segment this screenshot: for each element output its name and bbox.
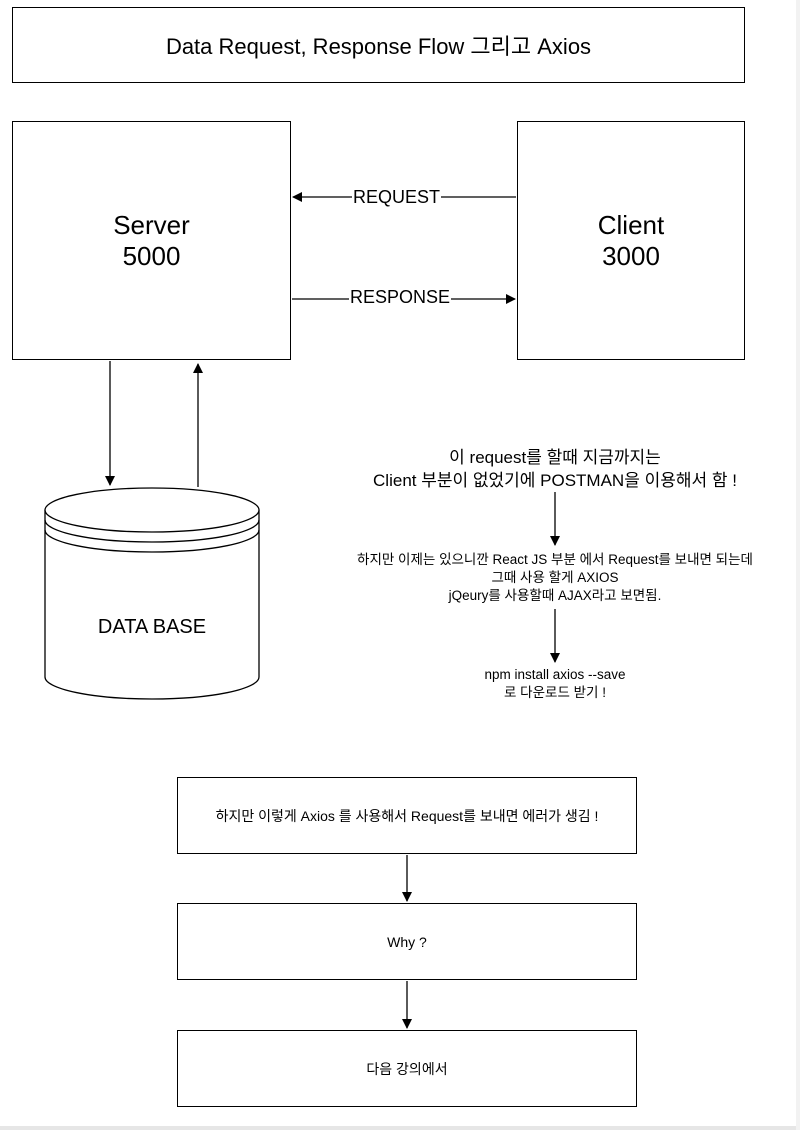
flow-box-error: 하지만 이렇게 Axios 를 사용해서 Request를 보내면 에러가 생김…	[177, 777, 637, 854]
database-label: DATA BASE	[97, 616, 207, 638]
flow-error-text: 하지만 이렇게 Axios 를 사용해서 Request를 보내면 에러가 생김…	[215, 807, 599, 824]
note-react-axios: 하지만 이제는 있으니깐 React JS 부분 에서 Request를 보내면…	[357, 552, 753, 603]
server-node-label: Server 5000	[113, 209, 190, 271]
note-postman: 이 request를 할때 지금까지는 Client 부분이 없었기에 POST…	[373, 448, 737, 490]
diagram-title: Data Request, Response Flow 그리고 Axios	[165, 34, 592, 59]
page-right-edge	[796, 0, 800, 1130]
client-node-label: Client 3000	[597, 209, 665, 271]
flow-why-text: Why ?	[387, 933, 427, 950]
note-install: npm install axios --save 로 다운로드 받기 !	[484, 667, 626, 700]
diagram-title-box: Data Request, Response Flow 그리고 Axios	[12, 7, 745, 83]
flow-next-text: 다음 강의에서	[366, 1060, 448, 1077]
server-node: Server 5000	[12, 121, 291, 360]
page-bottom-edge	[0, 1126, 800, 1130]
response-label: RESPONSE	[349, 287, 452, 307]
flow-box-next: 다음 강의에서	[177, 1030, 637, 1107]
request-label: REQUEST	[352, 187, 442, 207]
flow-box-why: Why ?	[177, 903, 637, 980]
client-node: Client 3000	[517, 121, 745, 360]
database-cylinder	[44, 487, 260, 700]
